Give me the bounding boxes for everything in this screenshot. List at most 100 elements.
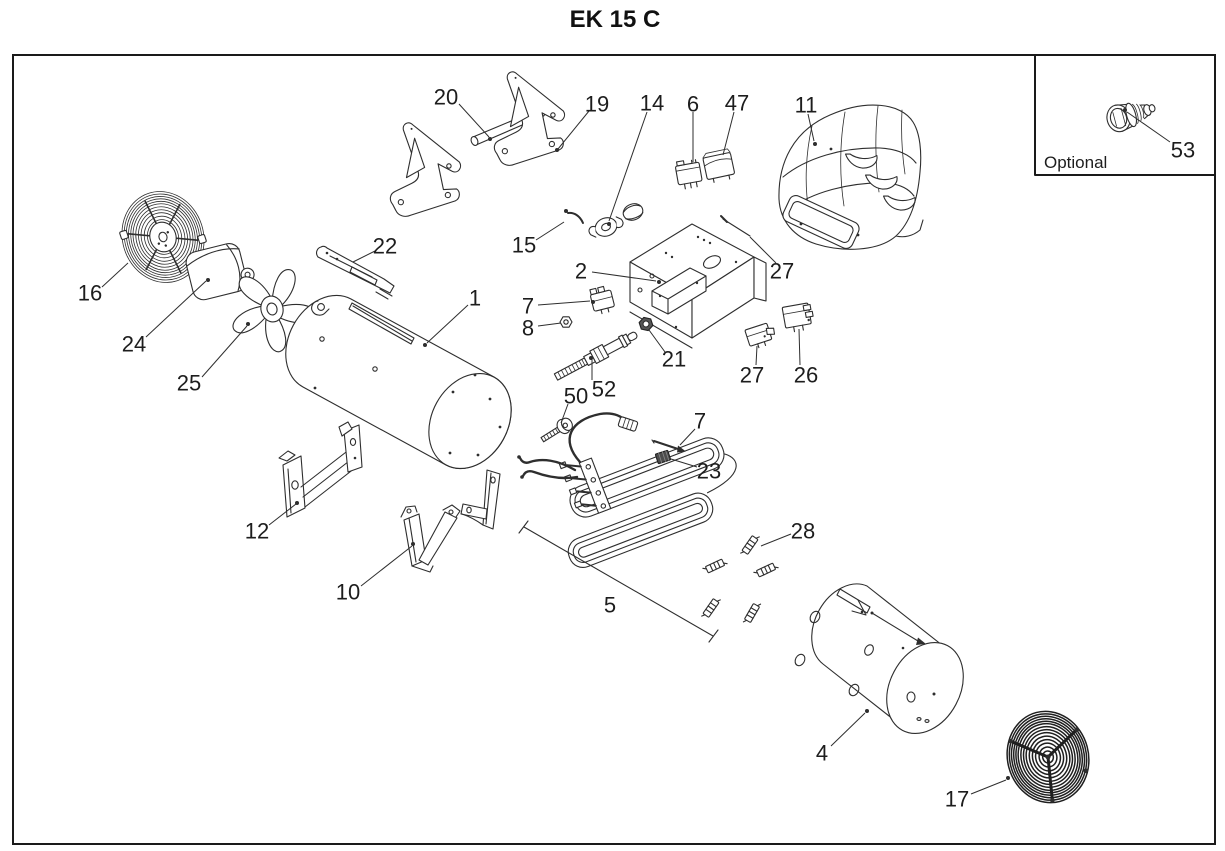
- part-number-text: 7: [694, 409, 706, 434]
- part-22-bracket-plate: [316, 245, 395, 300]
- part-label-2: 2: [575, 259, 661, 284]
- part-number-text: 6: [687, 92, 699, 117]
- leader-line: [722, 111, 735, 156]
- part-number-text: 16: [78, 281, 102, 306]
- artwork-layer: Optional: [109, 54, 1216, 813]
- part-14-knob: [588, 203, 644, 238]
- part-number-text: 23: [697, 459, 721, 484]
- part-label-22: 22: [352, 234, 397, 263]
- part-number-text: 12: [245, 519, 269, 544]
- leader-dot: [246, 322, 250, 326]
- part-label-16: 16: [78, 262, 129, 306]
- leader-line: [537, 322, 562, 327]
- part-4-rear-cylinder: [794, 583, 964, 735]
- part-number-text: 11: [795, 93, 818, 118]
- part-47-relay: [702, 148, 735, 183]
- part-number-text: 20: [434, 85, 458, 110]
- leader-dot: [589, 356, 593, 360]
- page-title: EK 15 C: [570, 6, 661, 33]
- leader-line: [830, 712, 866, 747]
- part-label-17: 17: [945, 776, 1010, 812]
- leader-line: [807, 113, 815, 142]
- part-number-text: 15: [512, 233, 536, 258]
- leader-line: [458, 103, 490, 138]
- leader-dot: [411, 542, 415, 546]
- part-label-5: 5: [604, 593, 616, 618]
- part-23-nut: [654, 449, 672, 465]
- part-label-47: 47: [722, 91, 749, 156]
- leader-line: [426, 304, 469, 344]
- leader-dot: [1006, 776, 1010, 780]
- part-number-text: 8: [522, 316, 534, 341]
- leader-dot: [423, 343, 427, 347]
- leader-line: [679, 428, 696, 446]
- leader-dot: [657, 280, 661, 284]
- leader-line: [648, 329, 666, 353]
- part-15-clip: [564, 209, 584, 224]
- diagram-border: [12, 54, 1216, 845]
- leader-line: [798, 328, 801, 366]
- part-27-capillary-pin: [720, 215, 751, 237]
- part-label-26: 26: [794, 328, 818, 388]
- part-12-support-rail: [278, 421, 363, 518]
- optional-box-border: [1034, 54, 1216, 176]
- part-number-text: 52: [592, 377, 616, 402]
- part-number-text: 7: [522, 294, 534, 319]
- part-number-text: 2: [575, 259, 587, 284]
- part-label-27a: 27: [749, 236, 794, 284]
- leader-line: [360, 545, 413, 587]
- part-label-19: 19: [555, 92, 609, 152]
- part-number-text: 53: [1171, 138, 1195, 163]
- leader-line: [268, 503, 297, 526]
- leader-dot: [607, 222, 611, 226]
- part-2-chassis-plate: [629, 223, 767, 349]
- part-25-fan: [232, 269, 316, 353]
- part-label-23: 23: [670, 458, 721, 484]
- part-11-control-cover: [778, 104, 924, 250]
- part-number-text: 22: [373, 234, 397, 259]
- part-5-heating-element: [517, 412, 737, 643]
- part-number-text: 17: [945, 787, 969, 812]
- part-16-front-fan-guard: [109, 180, 217, 294]
- part-28-insulators: [700, 532, 779, 626]
- leader-line: [670, 458, 698, 468]
- part-label-14: 14: [607, 91, 664, 226]
- part-50-bolt: [540, 417, 573, 443]
- leader-line: [145, 280, 207, 338]
- leader-line: [537, 300, 591, 306]
- part-label-4: 4: [816, 709, 869, 766]
- part-label-53: 53: [1123, 108, 1195, 163]
- part-10-support-bracket: [400, 504, 461, 573]
- part-label-24: 24: [122, 278, 210, 357]
- part-label-52: 52: [589, 356, 616, 402]
- leader-dot: [295, 501, 299, 505]
- part-17-rear-fan-guard: [996, 701, 1100, 813]
- part-label-20: 20: [434, 85, 492, 141]
- part-number-text: 25: [177, 371, 201, 396]
- part-26-switch: [781, 302, 814, 333]
- leader-line: [557, 110, 590, 150]
- leader-dot: [206, 278, 210, 282]
- part-number-text: 14: [640, 91, 664, 116]
- part-label-15: 15: [512, 221, 565, 258]
- part-label-7b: 7: [679, 409, 706, 446]
- part-number-text: 24: [122, 332, 146, 357]
- part-number-text: 1: [469, 286, 481, 311]
- part-label-27b: 27: [740, 345, 764, 388]
- part-1-main-cylinder: [285, 294, 512, 470]
- part-6-relay: [675, 159, 703, 190]
- leader-line: [352, 250, 376, 263]
- part-number-text: 4: [816, 741, 828, 766]
- leader-dot: [555, 148, 559, 152]
- part-27-switch: [744, 322, 776, 349]
- leader-dot: [1123, 108, 1127, 112]
- part-number-text: 19: [585, 92, 609, 117]
- optional-label: Optional: [1044, 153, 1107, 172]
- part-number-text: 21: [662, 347, 686, 372]
- part-number-text: 50: [564, 384, 588, 409]
- part-19-handle-frames: [388, 70, 571, 223]
- leader-line: [749, 236, 777, 264]
